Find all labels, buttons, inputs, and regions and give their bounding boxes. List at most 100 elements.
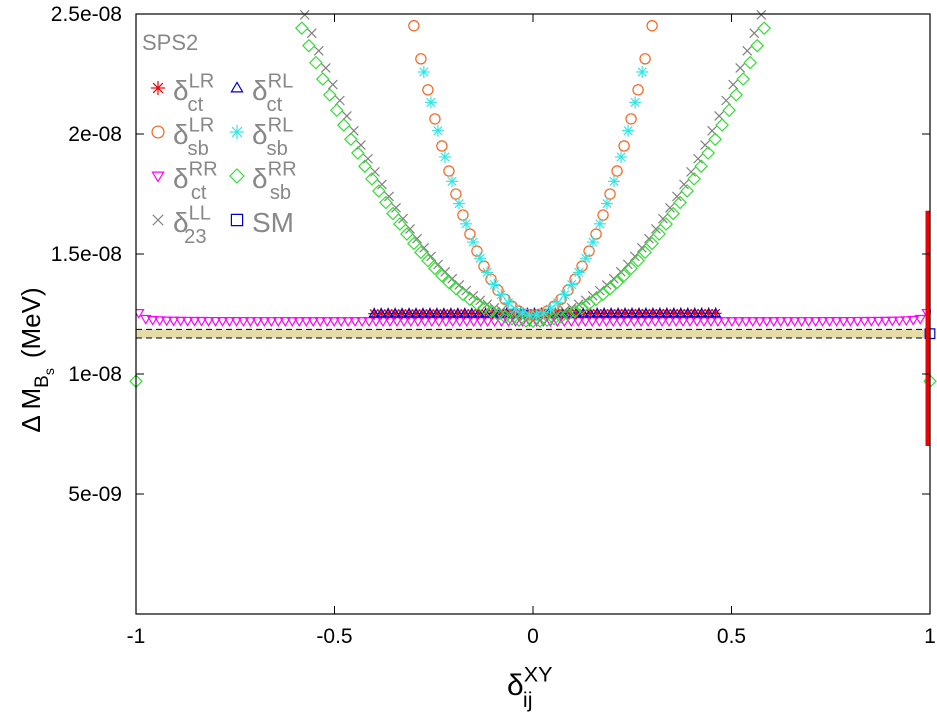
point-ctRR — [321, 317, 334, 328]
point-sbRL — [572, 266, 585, 279]
legend-marker-LL23 — [152, 214, 164, 226]
point-ctRR — [349, 317, 361, 328]
point-sbRL — [453, 197, 466, 210]
point-ctRR — [579, 317, 592, 328]
point-ctRR — [649, 317, 661, 328]
point-ctRR — [439, 317, 452, 328]
point-sbRR — [750, 38, 765, 53]
point-sbRR — [610, 275, 624, 290]
point-sbRR — [666, 206, 680, 221]
point-ctRR — [384, 317, 396, 328]
legend-label-SM: SM — [252, 207, 294, 238]
y-tick-label: 2.5e-08 — [51, 3, 122, 26]
point-LL23 — [650, 224, 661, 234]
legend-marker-sbRR — [229, 168, 245, 184]
point-sbLR — [436, 140, 448, 152]
point-ctRR — [453, 317, 466, 328]
point-ctRL — [674, 307, 687, 318]
point-LL23 — [552, 307, 563, 318]
sm-band — [136, 329, 930, 338]
series-sbLR — [408, 20, 658, 321]
point-ctRR — [412, 317, 424, 328]
point-ctRR — [886, 316, 899, 327]
point-sbRL — [481, 266, 494, 279]
point-sbRL — [600, 197, 613, 210]
x-tick-label: 1 — [924, 625, 936, 648]
series-layer — [136, 10, 931, 329]
point-ctRL — [382, 307, 394, 318]
point-sbRL — [460, 217, 473, 230]
point-LL23 — [306, 28, 317, 39]
point-ctRR — [746, 317, 759, 328]
point-ctRL — [389, 307, 401, 318]
point-ctRL — [626, 307, 638, 318]
point-ctRL — [410, 307, 422, 318]
point-ctRR — [481, 317, 494, 328]
point-ctRR — [181, 316, 194, 327]
y-tick-label: 1e-08 — [68, 363, 122, 386]
point-LL23 — [629, 251, 640, 262]
point-LL23 — [391, 202, 401, 213]
point-LL23 — [482, 299, 493, 310]
point-sbRR — [407, 236, 421, 251]
point-sbRR — [638, 245, 652, 260]
point-LL23 — [749, 28, 760, 39]
point-sbRR — [757, 21, 772, 36]
point-ctRR — [760, 317, 773, 328]
x-tick-label: 0.5 — [717, 625, 746, 648]
point-ctRR — [356, 317, 368, 328]
point-sbRL — [445, 175, 458, 188]
point-sbRR — [400, 227, 414, 241]
point-sbLR — [618, 140, 630, 152]
point-ctRR — [893, 316, 906, 327]
point-ctRL — [591, 307, 604, 318]
point-ctRR — [837, 317, 850, 327]
point-ctRR — [753, 317, 766, 328]
point-sbRL — [509, 302, 522, 315]
point-sbLR — [450, 188, 462, 200]
point-ctRR — [732, 317, 745, 328]
point-sbRR — [358, 159, 372, 174]
point-ctRR — [251, 317, 264, 327]
point-sbRR — [329, 103, 344, 118]
point-ctRR — [216, 317, 229, 327]
point-LL23 — [412, 233, 423, 244]
point-sbRR — [729, 88, 744, 102]
point-sbRR — [442, 275, 456, 290]
point-sbRL — [502, 296, 515, 309]
point-ctRR — [621, 317, 634, 328]
point-sbRR — [498, 310, 512, 324]
point-ctRR — [467, 317, 480, 328]
point-sbRR — [554, 310, 568, 324]
point-sbRR — [659, 217, 673, 231]
point-LL23 — [658, 213, 668, 224]
point-sbLR — [548, 300, 560, 312]
point-ctRL — [396, 307, 408, 318]
point-sbRL — [608, 175, 621, 188]
point-ctRR — [425, 317, 438, 328]
point-ctRL — [472, 307, 485, 318]
point-sbLR — [408, 20, 420, 32]
point-LL23 — [728, 79, 739, 90]
point-LL23 — [742, 45, 753, 56]
overlay-layer — [129, 210, 937, 446]
point-ctRL — [647, 307, 659, 318]
legend-marker-ctRL — [230, 81, 244, 93]
point-LL23 — [672, 191, 682, 202]
point-LL23 — [693, 153, 703, 164]
point-sbRR — [687, 172, 701, 186]
point-LL23 — [735, 63, 746, 73]
point-ctRL — [438, 307, 450, 318]
x-tick-label: 0 — [527, 625, 539, 648]
point-sbRR — [645, 236, 659, 251]
point-ctRR — [802, 317, 815, 327]
point-ctRR — [914, 314, 927, 325]
point-LL23 — [426, 251, 437, 262]
point-ctRR — [195, 316, 208, 327]
point-ctRL — [403, 307, 415, 318]
point-sbRR — [708, 132, 723, 147]
